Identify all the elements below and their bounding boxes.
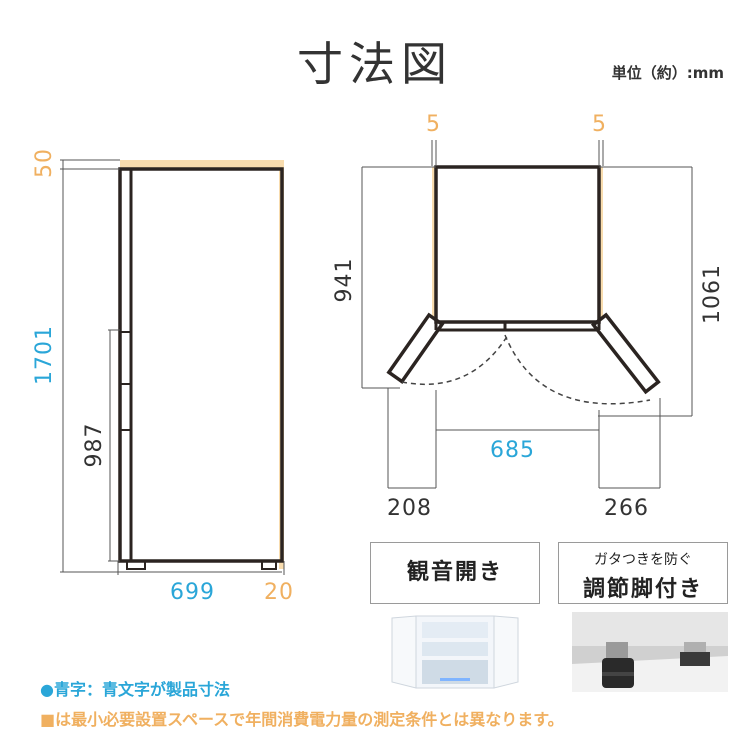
top-depth-label: 941 — [332, 257, 357, 303]
feature-french-door-box: 観音開き — [370, 542, 540, 604]
left-door-swing-arc — [401, 334, 509, 386]
total-height-label: 1701 — [32, 325, 57, 385]
note-orange-text: ■は最小必要設置スペースで年間消費電力量の測定条件とは異なります。 — [40, 710, 564, 729]
top-clearance-area — [120, 160, 284, 169]
side-depth-label: 699 — [170, 580, 215, 605]
unit-label: 単位（約）:mm — [611, 64, 724, 82]
feature-french-door-label: 観音開き — [406, 560, 503, 585]
top-clearance-label: 50 — [32, 148, 57, 178]
left-clearance-area — [432, 167, 436, 317]
right-door-swing-label: 266 — [604, 496, 649, 521]
top-width-label: 685 — [490, 438, 535, 463]
page-title: 寸法図 — [297, 37, 453, 91]
right-clearance-label: 5 — [592, 112, 607, 137]
feature-adjustable-feet-box: ガタつきを防ぐ 調節脚付き — [558, 542, 728, 604]
right-clearance-area — [599, 167, 603, 317]
note-blue-text: ●青字：青文字が製品寸法 — [40, 680, 230, 699]
depth-door-open-label: 1061 — [700, 264, 725, 324]
right-door-swing-arc — [504, 334, 651, 405]
fridge-side-body — [118, 167, 284, 563]
fridge-open-photo — [388, 612, 522, 692]
feature-adjustable-feet-line2: 調節脚付き — [582, 577, 703, 602]
left-door-swing-label: 208 — [387, 496, 432, 521]
back-clearance-label: 20 — [264, 580, 294, 605]
right-door-open — [590, 312, 661, 395]
feature-adjustable-feet-line1: ガタつきを防ぐ — [594, 552, 692, 568]
adjustable-foot-photo — [572, 612, 728, 692]
door-height-label: 987 — [82, 422, 107, 468]
left-door-open — [386, 312, 445, 384]
left-clearance-label: 5 — [426, 112, 441, 137]
fridge-top-body — [434, 165, 601, 324]
